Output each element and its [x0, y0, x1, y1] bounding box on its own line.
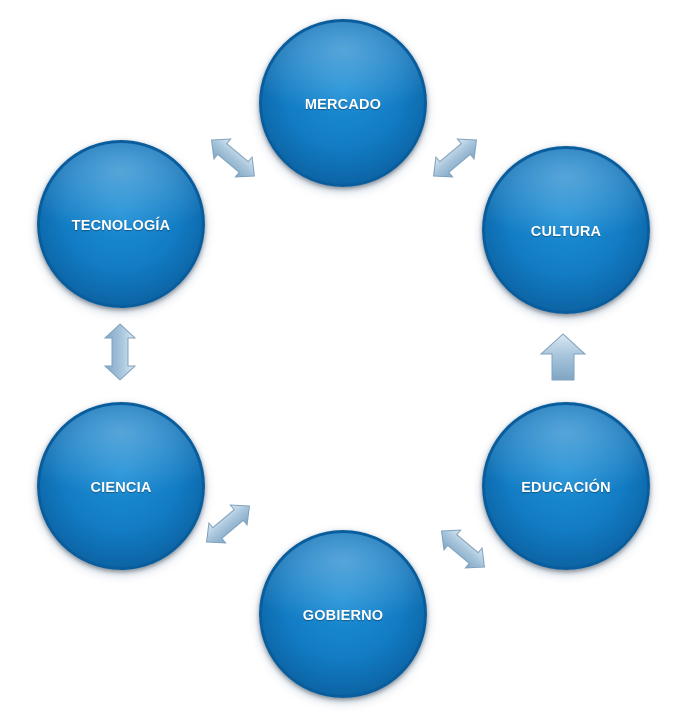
node-label: CIENCIA	[90, 480, 152, 496]
node-educacion: EDUCACIÓN	[482, 402, 650, 570]
double-arrow-icon	[421, 507, 506, 592]
double-arrow-icon	[90, 322, 150, 382]
double-arrow-icon	[186, 482, 271, 567]
double-arrow-icon	[413, 116, 498, 201]
node-mercado: MERCADO	[259, 19, 427, 187]
node-label: EDUCACIÓN	[521, 480, 611, 496]
node-label: CULTURA	[530, 224, 602, 240]
node-gobierno: GOBIERNO	[259, 530, 427, 698]
node-label: GOBIERNO	[302, 608, 384, 624]
node-cultura: CULTURA	[482, 146, 650, 314]
up-arrow-icon	[533, 326, 593, 386]
node-label: MERCADO	[304, 97, 382, 113]
double-arrow-icon	[191, 116, 276, 201]
node-ciencia: CIENCIA	[37, 402, 205, 570]
node-label: TECNOLOGÍA	[71, 218, 171, 234]
node-tecnologia: TECNOLOGÍA	[37, 140, 205, 308]
